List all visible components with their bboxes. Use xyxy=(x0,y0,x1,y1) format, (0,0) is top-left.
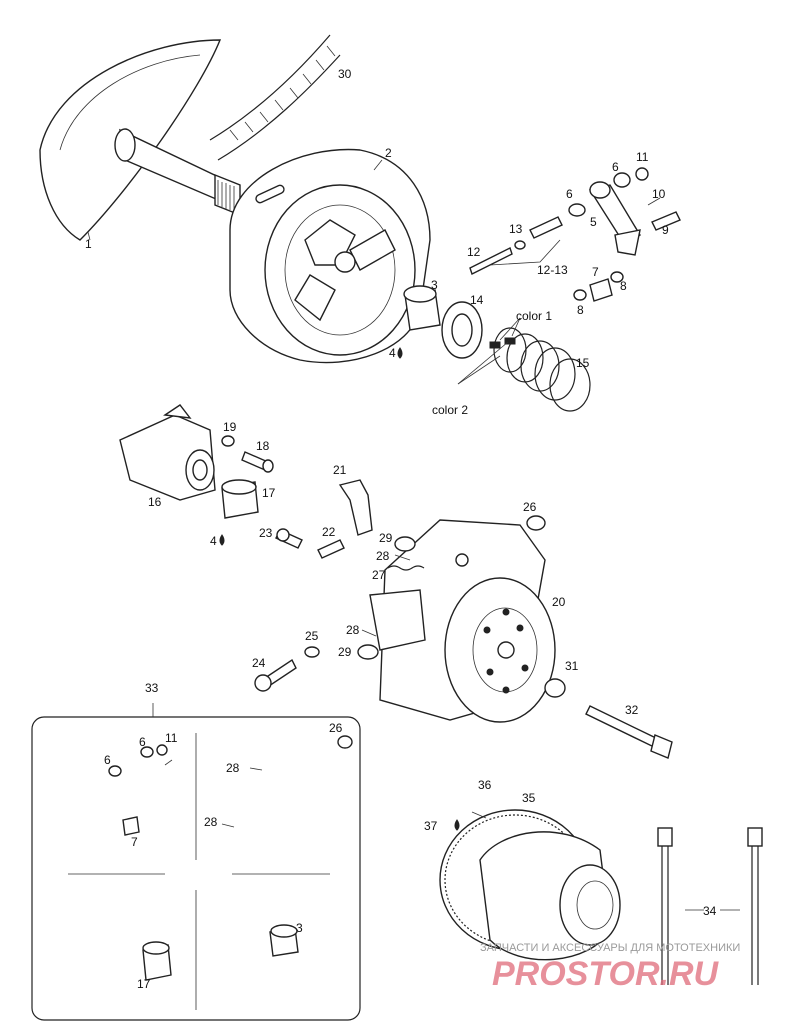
bolt-part-32 xyxy=(585,705,673,759)
label-4b: 4 xyxy=(210,534,217,548)
label-27: 27 xyxy=(372,568,386,582)
watermark-tagline: ЗАПЧАСТИ И АКСЕССУАРЫ ДЛЯ МОТОТЕХНИКИ xyxy=(480,942,740,954)
bushing-part-3 xyxy=(403,285,441,331)
washer-part-14 xyxy=(441,301,483,359)
label-16: 16 xyxy=(148,495,162,509)
spring-part-15 xyxy=(489,327,591,412)
label-kit-17: 17 xyxy=(137,977,151,991)
cap-part-31 xyxy=(544,678,566,698)
label-kit-6b: 6 xyxy=(139,735,146,749)
screw-part-36 xyxy=(471,811,487,819)
spring-part-27 xyxy=(387,565,425,571)
label-6b: 6 xyxy=(612,160,619,174)
label-29b: 29 xyxy=(338,645,352,659)
pin-part-28a xyxy=(394,554,411,561)
label-kit-28b: 28 xyxy=(204,815,218,829)
label-30: 30 xyxy=(338,67,352,81)
washer-part-25 xyxy=(304,646,320,658)
label-kit-6a: 6 xyxy=(104,753,111,767)
label-35: 35 xyxy=(522,791,536,805)
label-7: 7 xyxy=(592,265,599,279)
fixed-sheave-part-1 xyxy=(39,39,241,241)
label-8b: 8 xyxy=(620,279,627,293)
nut-part-26 xyxy=(526,515,546,531)
label-color-2: color 2 xyxy=(432,403,468,417)
label-1: 1 xyxy=(85,237,92,251)
label-29a: 29 xyxy=(379,531,393,545)
label-kit-26: 26 xyxy=(329,721,343,735)
label-10: 10 xyxy=(652,187,666,201)
watermark-brand: PROSTOR.RU xyxy=(492,955,720,993)
label-15: 15 xyxy=(576,356,590,370)
roller-part-29a xyxy=(394,536,416,552)
label-21: 21 xyxy=(333,463,347,477)
label-25: 25 xyxy=(305,629,319,643)
part-labels: 1 2 3 4 5 6 6 7 8 8 9 10 11 12 13 12-13 … xyxy=(85,67,717,991)
washer-part-19 xyxy=(221,435,235,447)
ring-gear-part-35 xyxy=(439,809,621,961)
label-2: 2 xyxy=(385,146,392,160)
label-4a: 4 xyxy=(389,346,396,360)
bolt-part-18 xyxy=(241,451,274,473)
label-33: 33 xyxy=(145,681,159,695)
bolt-part-23 xyxy=(275,528,303,549)
grease-drop-37 xyxy=(454,819,460,831)
label-22: 22 xyxy=(322,525,336,539)
spider-housing-part-2 xyxy=(229,148,431,364)
label-6a: 6 xyxy=(566,187,573,201)
label-12-13: 12-13 xyxy=(537,263,568,277)
label-18: 18 xyxy=(256,439,270,453)
grease-drop-4b xyxy=(219,534,225,546)
pin-part-28b xyxy=(361,629,377,637)
label-20: 20 xyxy=(552,595,566,609)
bushing-part-17 xyxy=(221,479,259,519)
kit-part-33 xyxy=(31,703,361,1021)
label-32: 32 xyxy=(625,703,639,717)
label-28b: 28 xyxy=(346,623,360,637)
label-13: 13 xyxy=(509,222,523,236)
label-23: 23 xyxy=(259,526,273,540)
label-26a: 26 xyxy=(523,500,537,514)
label-color-1: color 1 xyxy=(516,309,552,323)
bolt-part-24 xyxy=(254,658,297,692)
label-kit-28a: 28 xyxy=(226,761,240,775)
label-36: 36 xyxy=(478,778,492,792)
bolts-part-34 xyxy=(657,827,763,985)
drive-belt-part-30 xyxy=(209,34,341,161)
label-9: 9 xyxy=(662,223,669,237)
label-24: 24 xyxy=(252,656,266,670)
label-12: 12 xyxy=(467,245,481,259)
grease-drop-4a xyxy=(397,347,403,359)
watermark: ЗАПЧАСТИ И АКСЕССУАРЫ ДЛЯ МОТОТЕХНИКИ PR… xyxy=(480,942,740,993)
label-8a: 8 xyxy=(577,303,584,317)
label-34: 34 xyxy=(703,904,717,918)
label-kit-11: 11 xyxy=(165,731,178,745)
label-kit-7: 7 xyxy=(131,835,138,849)
label-5: 5 xyxy=(590,215,597,229)
roller-arm-assembly xyxy=(469,167,681,302)
label-28a: 28 xyxy=(376,549,390,563)
label-19: 19 xyxy=(223,420,237,434)
spider-part-16 xyxy=(119,404,216,501)
label-11: 11 xyxy=(636,150,649,164)
label-3: 3 xyxy=(431,278,438,292)
hub-part-20 xyxy=(369,519,556,723)
roller-part-29b xyxy=(357,644,379,660)
label-17a: 17 xyxy=(262,486,276,500)
pin-part-22 xyxy=(317,539,345,559)
label-14: 14 xyxy=(470,293,484,307)
leader-lines xyxy=(87,159,740,911)
label-37: 37 xyxy=(424,819,438,833)
label-kit-3: 3 xyxy=(296,921,303,935)
label-31: 31 xyxy=(565,659,579,673)
cam-lever-part-21 xyxy=(338,479,373,536)
